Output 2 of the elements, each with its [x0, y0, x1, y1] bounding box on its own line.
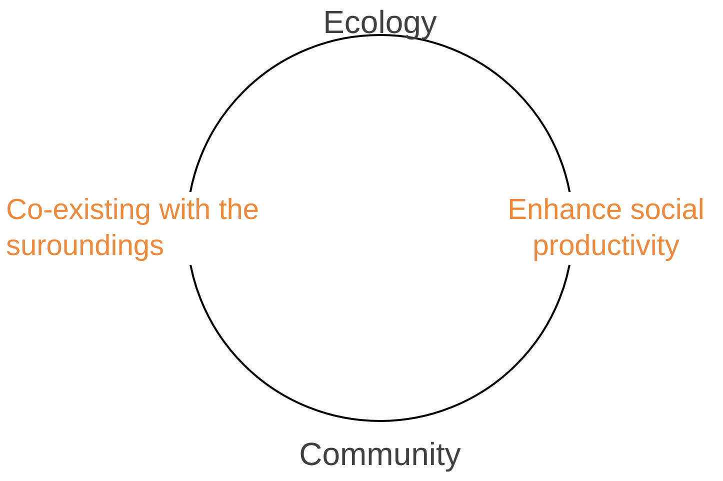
- heading-text: Community: [298, 435, 462, 474]
- heading-text: Ecology: [322, 3, 438, 42]
